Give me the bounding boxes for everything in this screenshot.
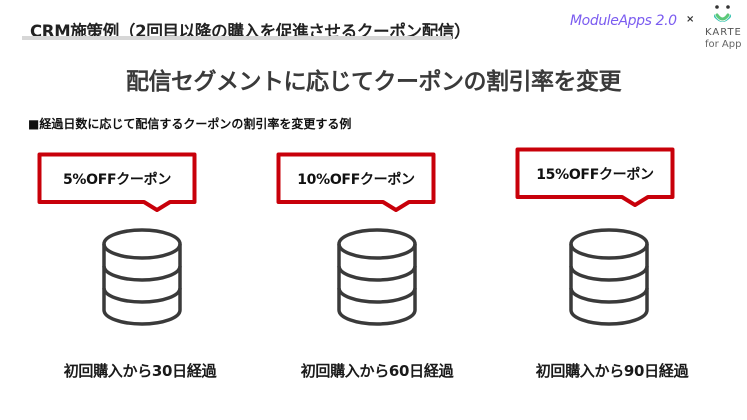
database-icon <box>569 228 649 326</box>
segment-caption: 初回購入から90日経過 <box>535 362 689 380</box>
section-subtitle: ■経過日数に応じて配信するクーポンの割引率を変更する例 <box>28 117 352 131</box>
callout-shape <box>37 152 197 212</box>
karte-face-icon <box>714 5 731 22</box>
segment-caption: 初回購入から30日経過 <box>63 362 217 380</box>
coupon-callout-10: 10%OFFクーポン <box>276 152 436 212</box>
coupon-callout-15: 15%OFFクーポン <box>515 147 675 207</box>
database-icon <box>337 228 417 326</box>
header-underline <box>22 36 452 40</box>
karte-wordmark: KARTE <box>705 27 742 38</box>
page-title: 配信セグメントに応じてクーポンの割引率を変更 <box>126 69 622 95</box>
coupon-callout-5: 5%OFFクーポン <box>37 152 197 212</box>
karte-sub-wordmark: for App <box>705 39 742 50</box>
coupon-label: 15%OFFクーポン <box>536 167 654 183</box>
moduleapps-logo: ModuleApps 2.0 <box>570 13 677 29</box>
karte-logo: KARTE for App <box>705 3 747 50</box>
database-icon <box>102 228 182 326</box>
coupon-label: 10%OFFクーポン <box>297 172 415 188</box>
callout-shape <box>276 152 436 212</box>
callout-shape <box>515 147 675 207</box>
segment-caption: 初回購入から60日経過 <box>300 362 454 380</box>
coupon-label: 5%OFFクーポン <box>62 172 172 188</box>
brand-separator: × <box>686 14 695 25</box>
